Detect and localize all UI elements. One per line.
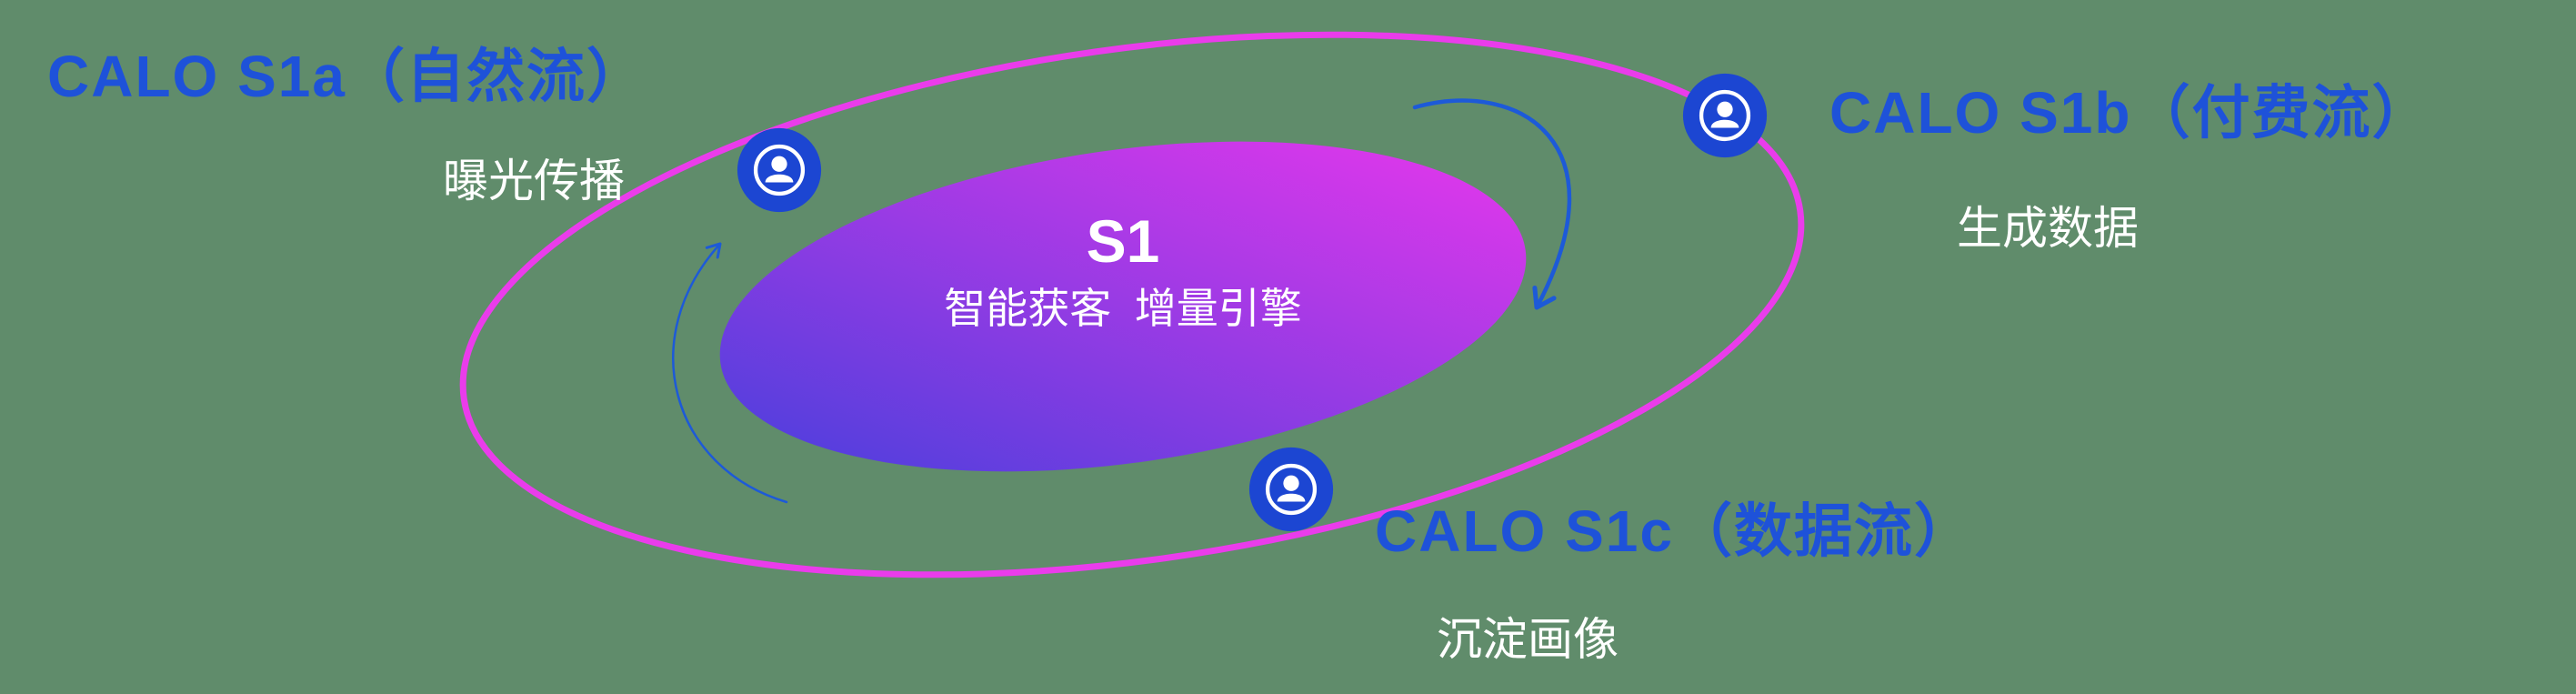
- sublabel-s1a: 曝光传播: [443, 156, 625, 206]
- center-text-block: S1 智能获客 增量引擎: [850, 211, 1396, 329]
- label-s1a: CALO S1a（自然流）: [47, 44, 647, 109]
- center-subtitle: 智能获客 增量引擎: [944, 285, 1302, 332]
- node-s1b: [1681, 72, 1769, 159]
- sublabel-s1b: 生成数据: [1957, 203, 2139, 254]
- person-icon: [1682, 73, 1768, 158]
- center-title: S1: [1086, 207, 1160, 275]
- sublabel-s1c: 沉淀画像: [1437, 614, 1619, 665]
- flow-arrow-right: [1412, 98, 1572, 310]
- flow-arrow-left: [672, 242, 788, 504]
- person-icon: [1248, 447, 1334, 532]
- center-gradient-ellipse: [719, 141, 1527, 472]
- label-s1b: CALO S1b（付费流）: [1829, 80, 2432, 146]
- orbit-ring: [459, 31, 1805, 578]
- node-s1c: [1248, 446, 1335, 533]
- node-s1a: [736, 126, 823, 214]
- person-icon: [737, 127, 822, 213]
- label-s1c: CALO S1c（数据流）: [1375, 498, 1974, 564]
